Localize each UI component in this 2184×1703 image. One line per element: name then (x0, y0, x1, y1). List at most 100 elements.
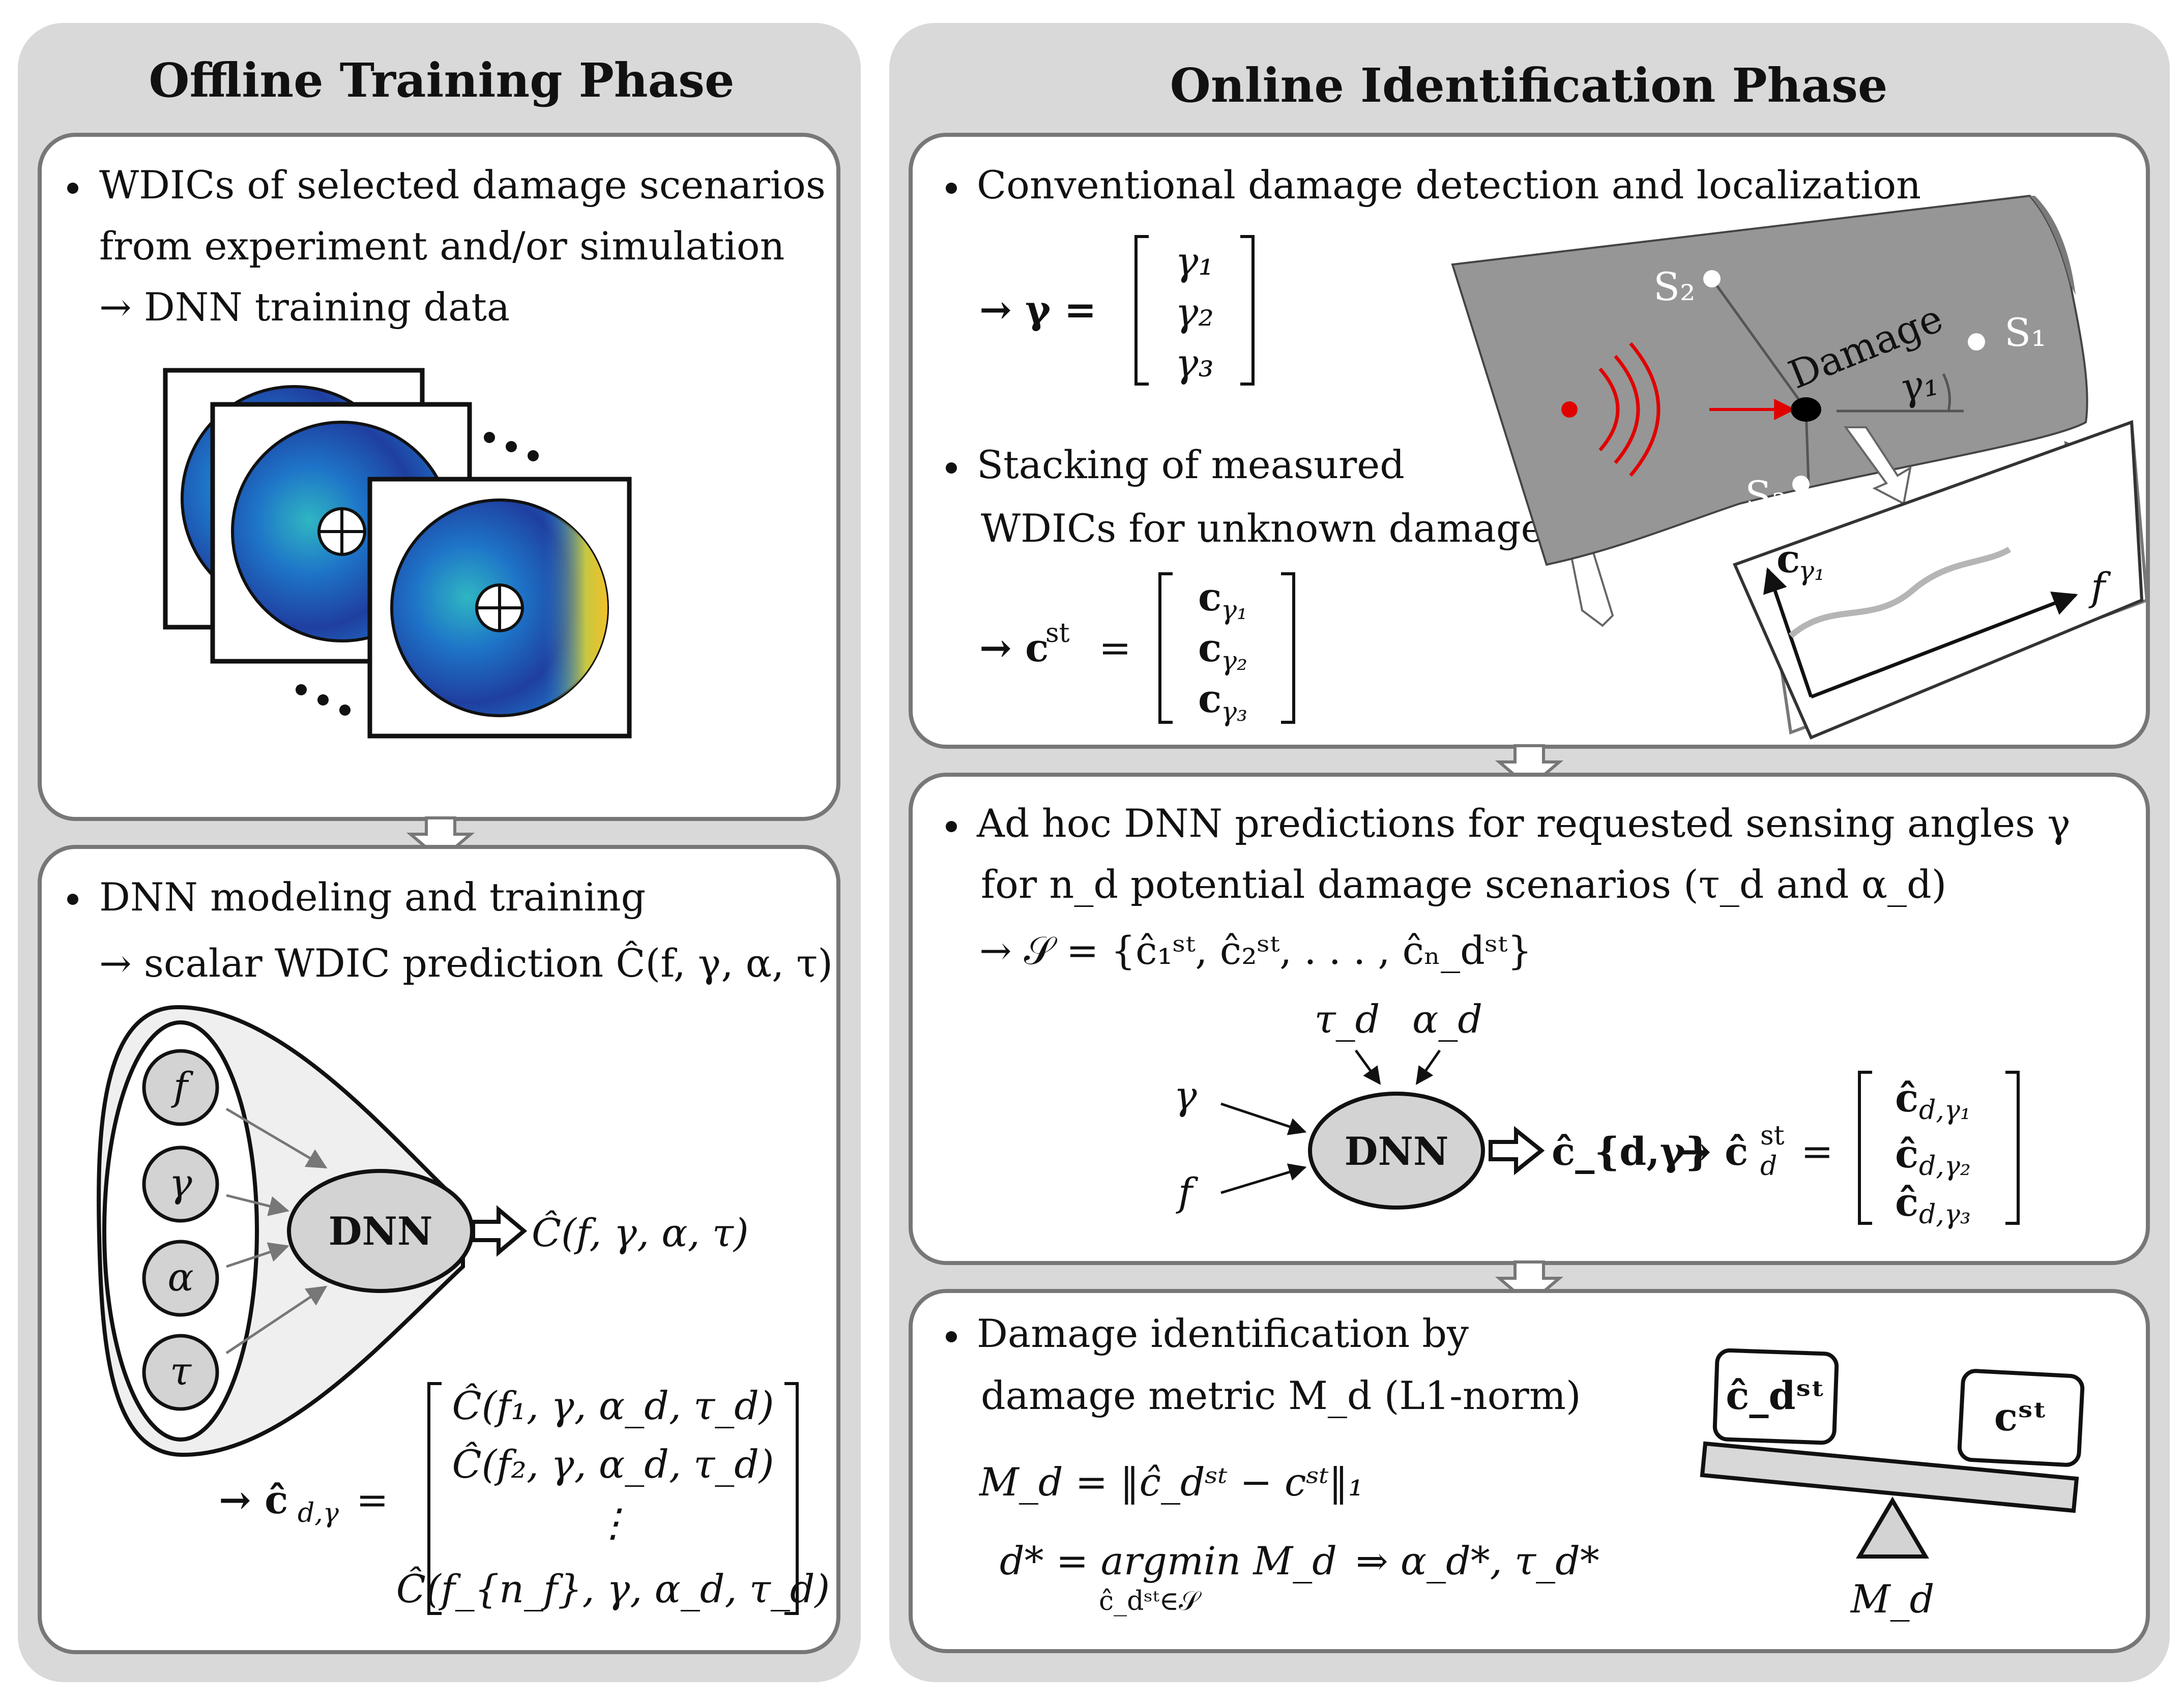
online-title: Online Identification Phase (1170, 58, 1888, 113)
online-box2-line1: Ad hoc DNN predictions for requested sen… (976, 801, 2071, 846)
bullet (946, 821, 957, 832)
output-arrow-offline (471, 1205, 528, 1257)
input-node-alpha (142, 1240, 219, 1317)
dnn-node-online-label: DNN (1345, 1129, 1449, 1174)
online-input-alpha: α_d (1412, 996, 1482, 1042)
argmin-subscript: ĉ_dˢᵗ∈𝒮 (1099, 1586, 1202, 1617)
online-input-tau: τ_d (1315, 996, 1380, 1042)
dnn-node-offline-label: DNN (329, 1209, 433, 1254)
offline-box2-line1: DNN modeling and training (99, 874, 646, 920)
bullet (946, 462, 957, 474)
argmin-result: ⇒ α_d*, τ_d* (1356, 1538, 1599, 1583)
zoom-arrow (1844, 426, 1912, 506)
online-input-edges (1220, 1049, 1441, 1194)
gamma-vector-lhs: → γ = (979, 287, 1096, 332)
gamma-vector-row-2: γ₂ (1175, 289, 1214, 335)
cd-st-vector-eq: = (1801, 1129, 1833, 1174)
wave-front-3 (1629, 342, 1661, 477)
cd-st-vector-lhs-sup: st (1760, 1121, 1785, 1151)
output-arrow-online (1489, 1126, 1545, 1176)
online-box3-line1: Damage identification by (977, 1311, 1469, 1356)
sensor-s3 (1792, 476, 1810, 493)
cst-vector: → c st = c γ₁ c γ₂ c γ₃ (979, 572, 1295, 727)
cd-st-vector-row-1: ĉ (1895, 1075, 1918, 1121)
sensor-s2 (1703, 270, 1721, 287)
damage-metric-equation: M_d = ‖ĉ_dˢᵗ − cˢᵗ‖₁ (978, 1459, 1363, 1505)
sensor-lines (1710, 278, 1964, 484)
online-box1-line2: Stacking of measured (977, 442, 1405, 487)
angle-label: γ₁ (1895, 359, 1942, 411)
dnn-node-online (1308, 1092, 1485, 1210)
offline-title: Offline Training Phase (149, 53, 734, 108)
scale-label: M_d (1850, 1576, 1934, 1622)
prediction-vector: → ĉ d,γ = Ĉ(f₁, γ, α_d, τ_d) Ĉ(f₂, γ, α_… (219, 1382, 830, 1615)
scale-box-right-label: cˢᵗ (1994, 1394, 2047, 1440)
input-node-tau (142, 1334, 219, 1411)
wave-front-1 (1598, 367, 1620, 452)
prediction-vector-row-3: ⋮ (594, 1500, 632, 1545)
prediction-vector-row-4: Ĉ(f_{n_f}, γ, α_d, τ_d) (396, 1566, 830, 1611)
online-box1-line1: Conventional damage detection and locali… (977, 162, 1921, 208)
wave-source (1561, 342, 1796, 477)
wave-source-dot (1561, 401, 1578, 418)
offline-box1-line1: WDICs of selected damage scenarios (99, 162, 826, 208)
cd-st-vector-row-3-sub: d,γ₃ (1919, 1199, 1971, 1230)
cst-vector-row-2-sub: γ₂ (1221, 646, 1247, 677)
sensor-s1-label: S₁ (2004, 310, 2047, 355)
bullet (946, 1331, 957, 1342)
input-node-gamma-label: γ (169, 1160, 192, 1206)
wdic-image-stack (163, 368, 632, 739)
online-box2-line3: → 𝒮 = {ĉ₁ˢᵗ, ĉ₂ˢᵗ, . . . , ĉₙ_dˢᵗ} (979, 928, 1532, 973)
input-node-alpha-label: α (167, 1254, 193, 1300)
argmin-equation: d* = argmin M_d (1000, 1538, 1337, 1583)
gamma-vector-row-3: γ₃ (1175, 340, 1214, 386)
prediction-vector-lhs-sub: d,γ (298, 1498, 339, 1529)
input-edges (225, 1107, 328, 1355)
gamma-vector-row-1: γ₁ (1175, 239, 1214, 284)
scale-box-left (1712, 1348, 1839, 1445)
prediction-vector-lhs: → ĉ (219, 1477, 288, 1522)
scale-fulcrum (1855, 1496, 1930, 1559)
online-box3-line2: damage metric M_d (L1-norm) (981, 1373, 1581, 1418)
offline-box2-line2: → scalar WDIC prediction Ĉ(f, γ, α, τ) (99, 941, 833, 986)
cd-st-vector-row-2-sub: d,γ₂ (1919, 1151, 1971, 1182)
cst-vector-eq: = (1099, 625, 1131, 670)
input-node-gamma (142, 1146, 219, 1223)
bullet (67, 894, 78, 905)
wdic-plot-inset: c γ₁ f (1732, 420, 2149, 740)
bullet (67, 183, 78, 194)
online-box1-line3: WDICs for unknown damage (981, 506, 1544, 551)
online-box-identification (909, 1289, 2150, 1653)
sensor-s2-label: S₂ (1653, 264, 1696, 309)
online-output-label: ĉ_{d,γ} (1552, 1129, 1710, 1174)
offline-box1-line2: from experiment and/or simulation (99, 223, 784, 269)
prediction-vector-row-2: Ĉ(f₂, γ, α_d, τ_d) (452, 1442, 774, 1487)
cst-vector-lhs: → c (979, 625, 1049, 670)
sensor-s1 (1968, 333, 1985, 350)
cd-st-vector-lhs: → ĉ (1679, 1129, 1748, 1174)
cst-vector-row-3-sub: γ₃ (1221, 697, 1247, 727)
online-box2-line2: for n_d potential damage scenarios (τ_d … (981, 862, 1946, 907)
input-node-f (142, 1049, 219, 1126)
cd-st-vector: → ĉ st d = ĉ d,γ₁ ĉ d,γ₂ ĉ d,γ₃ (1679, 1071, 2020, 1230)
wave-front-2 (1614, 355, 1640, 464)
bullet (946, 183, 957, 194)
cd-st-vector-lhs-sub: d (1760, 1151, 1777, 1182)
scale-box-right (1957, 1369, 2085, 1467)
offline-box1-line3: → DNN training data (99, 284, 510, 330)
cst-vector-row-1: c (1198, 574, 1221, 620)
online-input-gamma: γ (1174, 1073, 1197, 1118)
gamma-vector: → γ = γ₁ γ₂ γ₃ (979, 235, 1255, 386)
cst-vector-row-3: c (1198, 676, 1221, 721)
plot-y-label: c (1777, 536, 1800, 581)
damage-marker (1791, 397, 1821, 422)
cst-vector-row-1-sub: γ₁ (1221, 595, 1247, 626)
plot-y-label-sub: γ₁ (1798, 556, 1825, 586)
offline-output-label: Ĉ(f, γ, α, τ) (532, 1210, 749, 1255)
prediction-vector-row-1: Ĉ(f₁, γ, α_d, τ_d) (452, 1383, 774, 1428)
sensor-s3-label: S₃ (1745, 473, 1787, 518)
input-node-tau-label: τ (170, 1348, 192, 1394)
scale-beam (1700, 1441, 2079, 1513)
cst-vector-lhs-sup: st (1045, 618, 1070, 649)
